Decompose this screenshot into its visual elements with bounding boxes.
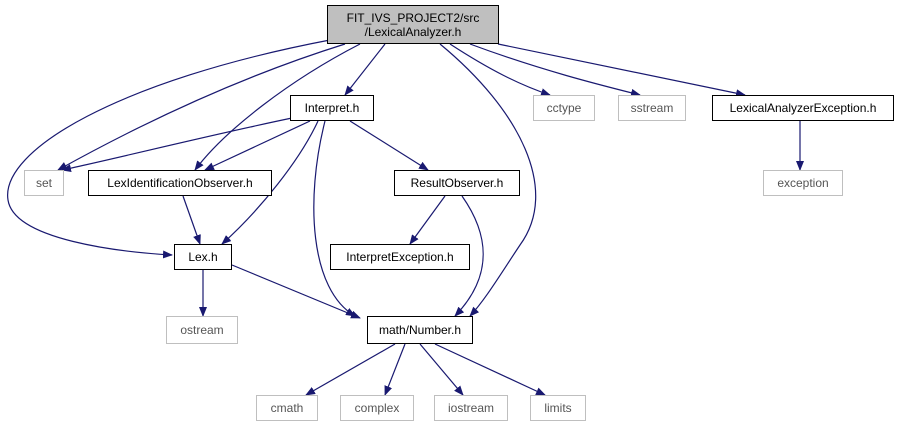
edge-interpret-set <box>61 117 293 173</box>
edge-root-sstream <box>469 43 641 97</box>
edge-interpret-result <box>349 120 429 171</box>
node-complex: complex <box>340 395 414 421</box>
node-interpret[interactable]: Interpret.h <box>290 95 374 121</box>
node-interpret-exception[interactable]: InterpretException.h <box>330 244 470 270</box>
edge-number-iostream <box>419 343 464 396</box>
edge-result-number <box>454 195 484 317</box>
edge-root-lio <box>194 43 361 171</box>
node-cctype: cctype <box>533 95 595 121</box>
node-root-line2: /LexicalAnalyzer.h <box>364 24 462 39</box>
edge-root-cctype <box>449 43 551 96</box>
edge-lio-lex <box>182 195 201 245</box>
edge-root-interpret <box>344 43 386 96</box>
edge-interpret-lex <box>221 120 319 245</box>
node-cmath: cmath <box>256 395 318 421</box>
edge-result-interpretexc <box>409 195 446 245</box>
edge-root-lex <box>7 39 331 259</box>
edge-root-number <box>439 43 537 317</box>
edge-number-cmath <box>305 343 396 396</box>
node-math-number[interactable]: math/Number.h <box>367 316 473 344</box>
node-exception: exception <box>763 170 843 196</box>
edge-root-lae <box>497 43 746 98</box>
node-ostream: ostream <box>166 316 238 344</box>
edge-root-set <box>57 43 346 171</box>
edge-number-limits <box>434 343 546 396</box>
node-set: set <box>24 170 64 196</box>
node-sstream: sstream <box>618 95 686 121</box>
node-root-line1: FIT_IVS_PROJECT2/src <box>346 10 480 25</box>
node-lex[interactable]: Lex.h <box>174 244 232 270</box>
edge-interpret-lio <box>204 120 311 171</box>
edge-interpret-number <box>313 120 356 317</box>
node-lexical-analyzer-exception[interactable]: LexicalAnalyzerException.h <box>712 95 894 121</box>
node-iostream: iostream <box>434 395 508 421</box>
node-root[interactable]: FIT_IVS_PROJECT2/src /LexicalAnalyzer.h <box>327 5 499 44</box>
edge-lex-number <box>231 264 361 319</box>
node-result-observer[interactable]: ResultObserver.h <box>394 170 520 196</box>
edge-number-complex <box>384 343 406 396</box>
node-limits: limits <box>530 395 586 421</box>
node-lex-identification-observer[interactable]: LexIdentificationObserver.h <box>88 170 272 196</box>
